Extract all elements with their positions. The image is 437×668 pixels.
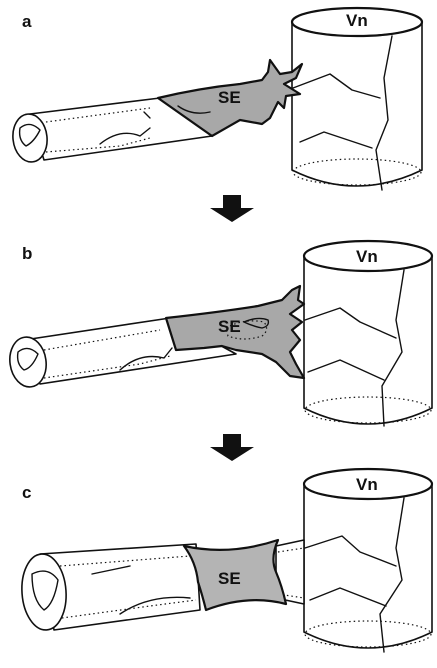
vein-cylinder-a	[292, 8, 422, 190]
panel-c: c Vn SE	[19, 469, 432, 652]
vein-label-a: Vn	[346, 11, 368, 30]
vein-cylinder-c	[304, 469, 432, 652]
vein-cylinder-b	[304, 241, 432, 426]
panel-a: a Vn SE	[11, 8, 422, 190]
panel-b: b Vn SE	[7, 241, 432, 426]
endothelium-label-b: SE	[218, 317, 241, 336]
panel-letter-b: b	[22, 244, 32, 263]
arrow-down-2	[210, 434, 254, 461]
capillary-tube-c	[19, 544, 200, 631]
arrow-down-1	[210, 195, 254, 222]
endothelium-label-c: SE	[218, 569, 241, 588]
panel-letter-c: c	[22, 483, 31, 502]
vein-label-b: Vn	[356, 247, 378, 266]
vein-label-c: Vn	[356, 475, 378, 494]
endothelium-label-a: SE	[218, 88, 241, 107]
panel-letter-a: a	[22, 12, 32, 31]
